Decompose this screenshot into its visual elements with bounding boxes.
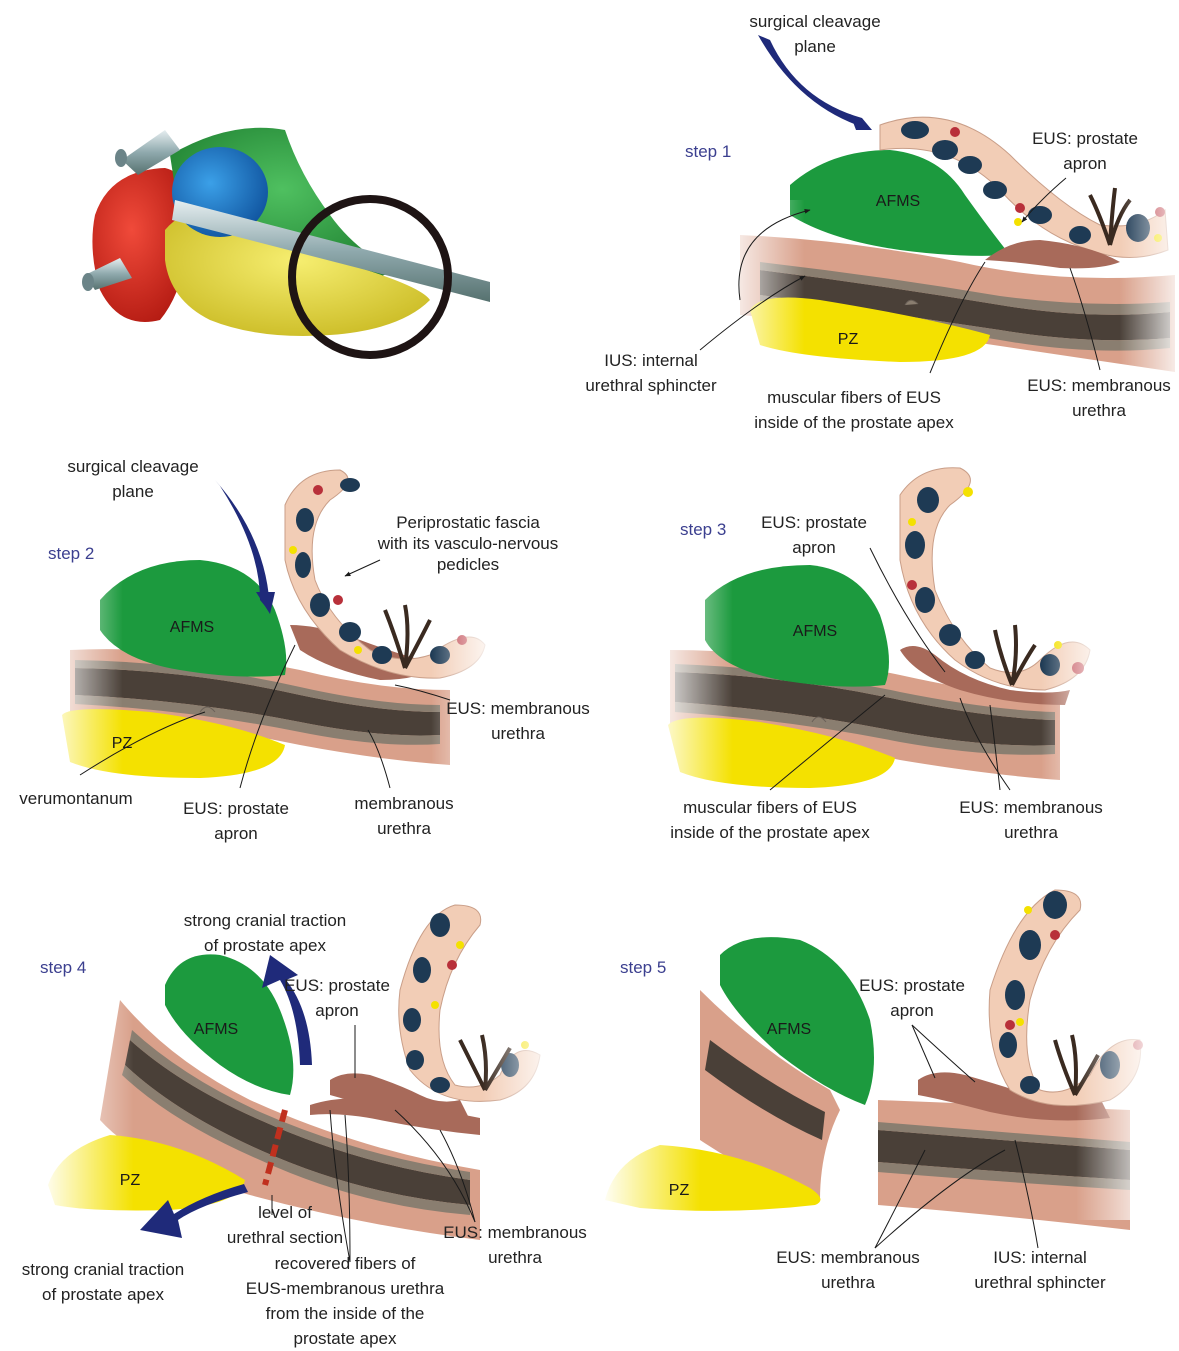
step2-membranous-eus-line1: EUS: membranous [446, 699, 590, 718]
step4-section-line2: urethral section [227, 1228, 343, 1247]
step4-recovered-line2: EUS-membranous urethra [246, 1279, 445, 1298]
step-3-label: step 3 [680, 520, 726, 539]
step3-fibers-line1: muscular fibers of EUS [683, 798, 857, 817]
step4-apron-line1: EUS: prostate [284, 976, 390, 995]
step2-membranous-line2: urethra [377, 819, 431, 838]
step1-apron-line2: apron [1063, 154, 1106, 173]
step1-membranous-line2: urethra [1072, 401, 1126, 420]
step2-fascia-line2: with its vasculo-nervous [377, 534, 558, 553]
step1-cleavage-line1: surgical cleavage [749, 12, 880, 31]
step2-membranous-eus-line2: urethra [491, 724, 545, 743]
step2-cleavage-line1: surgical cleavage [67, 457, 198, 476]
afms-label: AFMS [767, 1021, 811, 1038]
step4-traction-bottom-line2: of prostate apex [42, 1285, 164, 1304]
step1-membranous-line1: EUS: membranous [1027, 376, 1171, 395]
step5-membranous-line1: EUS: membranous [776, 1248, 920, 1267]
step4-traction-top-line2: of prostate apex [204, 936, 326, 955]
afms-label: AFMS [793, 623, 837, 640]
step4-recovered-line4: prostate apex [293, 1329, 397, 1348]
step4-traction-top-line1: strong cranial traction [184, 911, 347, 930]
step-4-label: step 4 [40, 958, 86, 977]
step1-ius-line2: urethral sphincter [585, 376, 717, 395]
step2-apron-line1: EUS: prostate [183, 799, 289, 818]
step4-recovered-line1: recovered fibers of [275, 1254, 416, 1273]
panel-step-4 [40, 905, 560, 1240]
step1-ius-line1: IUS: internal [604, 351, 698, 370]
step-1-label: step 1 [685, 142, 731, 161]
panel-step-5 [600, 890, 1160, 1230]
step3-apron-line1: EUS: prostate [761, 513, 867, 532]
step3-fibers-line2: inside of the prostate apex [670, 823, 870, 842]
step1-cleavage-line2: plane [794, 37, 836, 56]
step5-apron-line2: apron [890, 1001, 933, 1020]
step3-membranous-line2: urethra [1004, 823, 1058, 842]
step4-apron-line2: apron [315, 1001, 358, 1020]
step4-traction-bottom-line1: strong cranial traction [22, 1260, 185, 1279]
step5-ius-line1: IUS: internal [993, 1248, 1087, 1267]
pz-label: PZ [838, 331, 859, 348]
step1-fibers-line1: muscular fibers of EUS [767, 388, 941, 407]
step1-fibers-line2: inside of the prostate apex [754, 413, 954, 432]
step4-section-line1: level of [258, 1203, 312, 1222]
step1-apron-line1: EUS: prostate [1032, 129, 1138, 148]
step2-cleavage-line2: plane [112, 482, 154, 501]
step5-apron-line1: EUS: prostate [859, 976, 965, 995]
step2-fascia-line3: pedicles [437, 555, 499, 574]
afms-label: AFMS [170, 619, 214, 636]
step4-recovered-line3: from the inside of the [266, 1304, 425, 1323]
step3-membranous-line1: EUS: membranous [959, 798, 1103, 817]
step-5-label: step 5 [620, 958, 666, 977]
step2-fascia-line1: Periprostatic fascia [396, 513, 540, 532]
step5-ius-line2: urethral sphincter [974, 1273, 1106, 1292]
step3-apron-line2: apron [792, 538, 835, 557]
step-2-label: step 2 [48, 544, 94, 563]
afms-label: AFMS [876, 193, 920, 210]
step2-verumontanum: verumontanum [19, 789, 132, 808]
step2-membranous-line1: membranous [354, 794, 453, 813]
step4-membranous-line2: urethra [488, 1248, 542, 1267]
afms-label: AFMS [194, 1021, 238, 1038]
pz-label: PZ [669, 1182, 690, 1199]
step2-apron-line2: apron [214, 824, 257, 843]
panel-step-3 [650, 468, 1110, 795]
pz-label: PZ [120, 1172, 141, 1189]
step4-membranous-line1: EUS: membranous [443, 1223, 587, 1242]
step5-membranous-line2: urethra [821, 1273, 875, 1292]
